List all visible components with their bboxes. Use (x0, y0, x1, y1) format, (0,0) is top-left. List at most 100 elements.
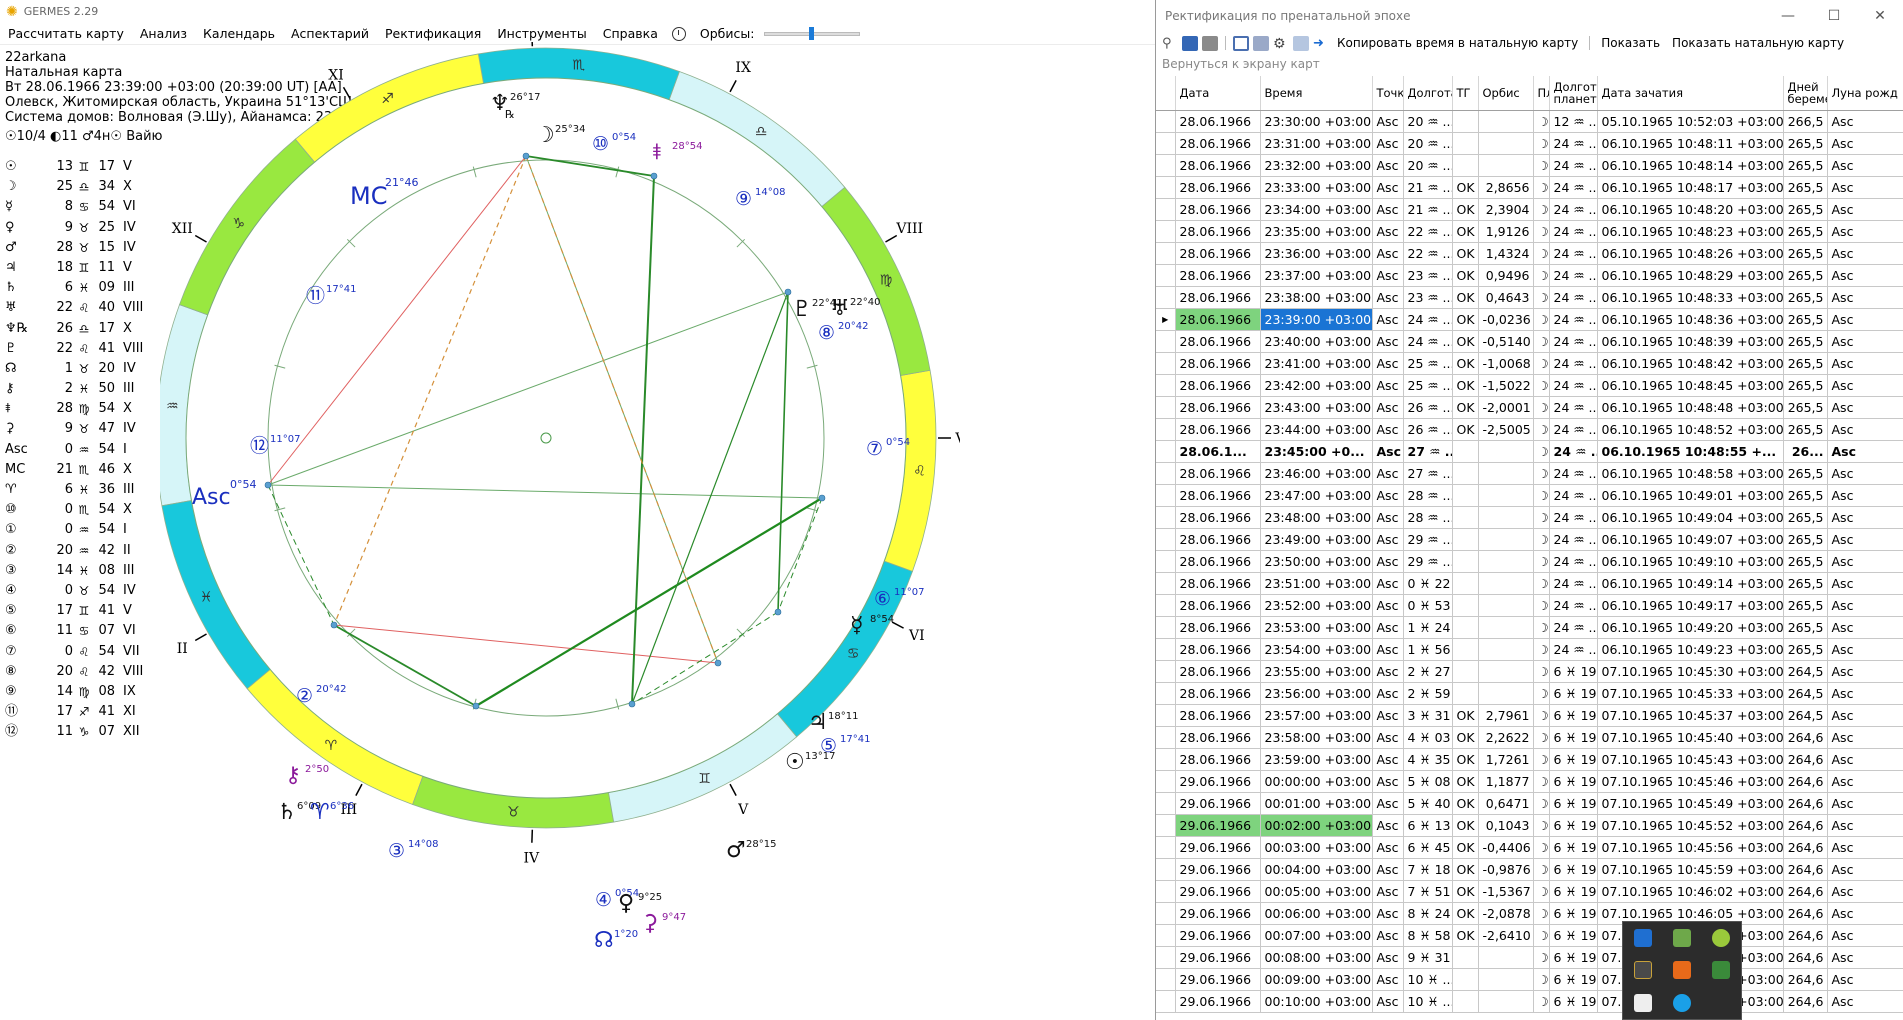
table-cell[interactable]: Asc (1827, 704, 1903, 727)
table-cell[interactable] (1478, 682, 1534, 705)
table-cell[interactable]: Asc (1827, 946, 1903, 969)
table-cell[interactable]: 07.10.1965 10:45:52 +03:00 (1597, 814, 1784, 837)
table-cell[interactable]: ☽ (1533, 154, 1550, 177)
table-cell[interactable]: 06.10.1965 10:49:04 +03:00 (1597, 506, 1784, 529)
table-cell[interactable]: OK (1452, 308, 1479, 331)
table-cell[interactable]: 24 ♒ ... (1549, 616, 1598, 639)
table-cell[interactable]: 4 ♓ 03 (1403, 726, 1453, 749)
table-cell[interactable]: OK (1452, 198, 1479, 221)
column-header[interactable]: Дата зачатия (1597, 76, 1784, 111)
table-cell[interactable]: Asc (1372, 352, 1404, 375)
table-cell[interactable] (1452, 132, 1479, 155)
table-cell[interactable]: 6 ♓ 19 (1549, 660, 1598, 683)
table-cell[interactable]: 23:38:00 +03:00 (1260, 286, 1373, 309)
print-icon[interactable] (1202, 35, 1218, 51)
table-cell[interactable]: 23:41:00 +03:00 (1260, 352, 1373, 375)
table-cell[interactable]: 1,1877 (1478, 770, 1534, 793)
table-cell[interactable]: Asc (1372, 242, 1404, 265)
table-cell[interactable]: Asc (1372, 528, 1404, 551)
table-cell[interactable]: 07.10.1965 10:45:30 +03:00 (1597, 660, 1784, 683)
table-cell[interactable]: ☽ (1533, 462, 1550, 485)
table-cell[interactable]: 24 ♒ ... (1549, 374, 1598, 397)
table-cell[interactable]: Asc (1827, 924, 1903, 947)
table-cell[interactable]: 23:54:00 +03:00 (1260, 638, 1373, 661)
table-cell[interactable]: -1,5022 (1478, 374, 1534, 397)
table-cell[interactable]: 24 ♒ ... (1403, 308, 1453, 331)
table-cell[interactable]: 28.06.1966 (1175, 330, 1261, 353)
table-cell[interactable]: 6 ♓ 19 (1549, 792, 1598, 815)
table-cell[interactable]: 0 ♓ 22 (1403, 572, 1453, 595)
table-cell[interactable]: 24 ♒ ... (1549, 528, 1598, 551)
table-cell[interactable]: 265,5 (1783, 594, 1828, 617)
minimize-icon[interactable]: — (1781, 8, 1795, 24)
table-cell[interactable]: 06.10.1965 10:48:52 +03:00 (1597, 418, 1784, 441)
menu-help[interactable]: Справка (602, 26, 658, 41)
table-cell[interactable]: 6 ♓ 19 (1549, 814, 1598, 837)
table-cell[interactable]: -2,5005 (1478, 418, 1534, 441)
table-cell[interactable]: 24 ♒ ... (1549, 154, 1598, 177)
table-cell[interactable] (1478, 990, 1534, 1013)
table-cell[interactable]: 28.06.1966 (1175, 286, 1261, 309)
table-cell[interactable]: OK (1452, 220, 1479, 243)
table-cell[interactable]: Asc (1827, 484, 1903, 507)
table-cell[interactable]: 21 ♒ ... (1403, 198, 1453, 221)
table-cell[interactable]: 264,6 (1783, 880, 1828, 903)
natal-chart-wheel[interactable]: ♒♓♈♉♊♋♌♍♎♏♐♑IIIIIIIVVVIVIIVIIIIXXXIXII⑩0… (160, 42, 960, 1012)
table-cell[interactable] (1478, 132, 1534, 155)
table-cell[interactable]: 264,6 (1783, 990, 1828, 1013)
table-cell[interactable]: 28.06.1966 (1175, 682, 1261, 705)
export-icon[interactable] (1233, 35, 1249, 51)
table-cell[interactable]: OK (1452, 374, 1479, 397)
table-cell[interactable]: 6 ♓ 19 (1549, 968, 1598, 991)
copy-icon[interactable] (1293, 35, 1309, 51)
table-cell[interactable]: ☽ (1533, 308, 1550, 331)
table-cell[interactable]: Asc (1827, 440, 1903, 463)
table-cell[interactable]: 07.10.1965 10:45:40 +03:00 (1597, 726, 1784, 749)
table-cell[interactable]: OK (1452, 836, 1479, 859)
table-cell[interactable]: 23:57:00 +03:00 (1260, 704, 1373, 727)
table-cell[interactable]: 23:35:00 +03:00 (1260, 220, 1373, 243)
table-cell[interactable]: 265,5 (1783, 616, 1828, 639)
table-cell[interactable]: 28 ♒ ... (1403, 484, 1453, 507)
table-cell[interactable]: Asc (1372, 748, 1404, 771)
table-cell[interactable]: 265,5 (1783, 198, 1828, 221)
table-cell[interactable]: -0,4406 (1478, 836, 1534, 859)
show-button[interactable]: Показать (1601, 36, 1661, 50)
table-cell[interactable]: 07.10.1965 10:45:43 +03:00 (1597, 748, 1784, 771)
table-cell[interactable]: ☽ (1533, 198, 1550, 221)
table-cell[interactable]: 26... (1783, 440, 1828, 463)
table-cell[interactable]: 6 ♓ 19 (1549, 704, 1598, 727)
table-cell[interactable]: Asc (1827, 308, 1903, 331)
table-cell[interactable]: 21 ♒ ... (1403, 176, 1453, 199)
table-cell[interactable]: 06.10.1965 10:48:58 +03:00 (1597, 462, 1784, 485)
table-cell[interactable] (1452, 110, 1479, 133)
table-cell[interactable] (1478, 638, 1534, 661)
table-cell[interactable]: 266,5 (1783, 110, 1828, 133)
table-cell[interactable]: 00:03:00 +03:00 (1260, 836, 1373, 859)
table-cell[interactable]: 265,5 (1783, 242, 1828, 265)
table-cell[interactable]: Asc (1372, 726, 1404, 749)
table-cell[interactable]: 2 ♓ 59 (1403, 682, 1453, 705)
table-cell[interactable]: Asc (1827, 220, 1903, 243)
table-cell[interactable]: 24 ♒ ... (1549, 286, 1598, 309)
table-cell[interactable]: 8 ♓ 58 (1403, 924, 1453, 947)
table-cell[interactable]: ☽ (1533, 946, 1550, 969)
table-cell[interactable]: 06.10.1965 10:48:17 +03:00 (1597, 176, 1784, 199)
column-header[interactable]: ТГ (1452, 76, 1479, 111)
table-cell[interactable] (1478, 528, 1534, 551)
table-cell[interactable]: 23:36:00 +03:00 (1260, 242, 1373, 265)
table-cell[interactable]: 23:39:00 +03:00 (1260, 308, 1373, 331)
table-cell[interactable]: -0,9876 (1478, 858, 1534, 881)
table-cell[interactable]: 07.10.1965 10:45:33 +03:00 (1597, 682, 1784, 705)
table-cell[interactable]: ☽ (1533, 396, 1550, 419)
table-cell[interactable]: Asc (1372, 220, 1404, 243)
table-cell[interactable]: 24 ♒ ... (1549, 176, 1598, 199)
table-cell[interactable]: Asc (1827, 374, 1903, 397)
table-cell[interactable]: ☽ (1533, 990, 1550, 1013)
menu-rectification[interactable]: Ректификация (384, 26, 482, 41)
